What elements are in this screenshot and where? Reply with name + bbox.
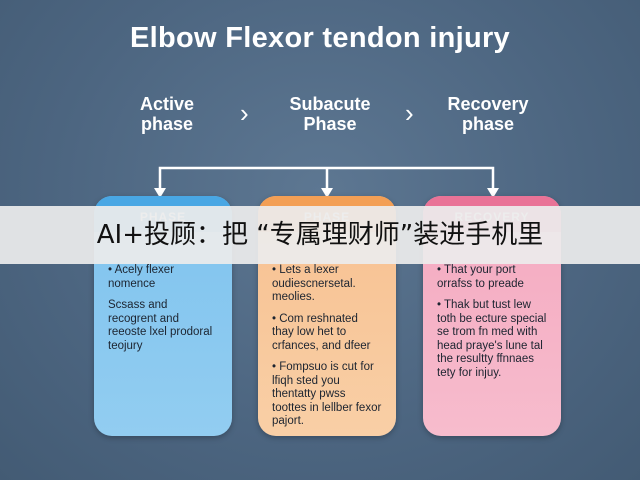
chevron-right-icon: ›	[240, 98, 249, 128]
arrow-head	[154, 188, 166, 198]
card-paragraph: • Thak but tust lew toth be ecture speci…	[437, 299, 547, 379]
phase-label-line1: Subacute	[289, 94, 371, 114]
overlay-banner: AI+投顾：把 “专属理财师”装进手机里	[0, 206, 640, 264]
phase-label-active: Active phase	[102, 94, 232, 134]
arrow-head	[321, 188, 333, 198]
phase-label-subacute: Subacute Phase	[265, 94, 395, 134]
phase-label-line1: Active	[139, 94, 195, 114]
card-paragraph: • That your port orrafss to preade	[437, 264, 524, 290]
diagram-title: Elbow Flexor tendon injury	[130, 22, 510, 54]
card-paragraph: • Acely flexer nomence	[108, 264, 175, 290]
phase-label-line2: phase	[461, 114, 515, 134]
card-paragraph: • Lets a lexer oudiescnersetal. meolies.	[272, 264, 356, 303]
card-paragraph: Scsass and recogrent and reeoste lxel pr…	[108, 299, 213, 352]
chevron-right-icon: ›	[405, 98, 414, 128]
card-paragraph: • Com reshnated thay low het to crfances…	[272, 312, 371, 352]
arrow-head	[487, 188, 499, 198]
phase-label-recovery: Recovery phase	[423, 94, 553, 134]
phase-label-line2: phase	[140, 114, 194, 134]
card-paragraph: • Fompsuo is cut for lfiqh sted you then…	[272, 361, 382, 427]
phase-label-line2: Phase	[303, 114, 357, 134]
phase-label-line1: Recovery	[447, 94, 529, 114]
